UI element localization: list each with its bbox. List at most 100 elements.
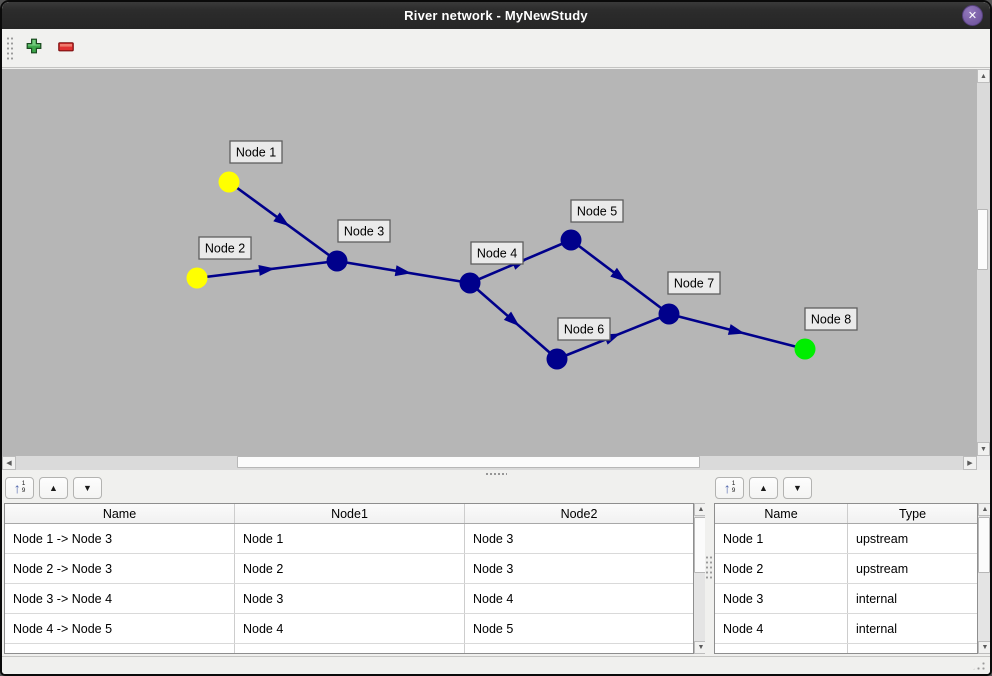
node-label-box[interactable] [570,199,624,223]
table-cell: Node 4 [235,614,465,643]
move-down-button[interactable]: ▼ [783,476,812,499]
table-cell [5,644,235,653]
remove-node-button[interactable] [53,35,79,61]
column-header[interactable]: Node1 [235,504,465,523]
node-label: Node 2 [205,242,245,256]
move-down-button[interactable]: ▼ [73,476,102,499]
table-cell [465,644,693,653]
move-up-button[interactable]: ▲ [749,476,778,499]
status-bar [2,656,990,674]
canvas-vertical-scrollbar[interactable]: ▲ ▼ [977,69,990,456]
table-row[interactable] [715,644,977,653]
table-cell: internal [856,621,897,636]
table-cell [848,644,977,653]
network-node[interactable] [546,348,568,370]
down-arrow-icon: ▼ [83,482,92,493]
scrollbar-thumb[interactable] [237,456,700,468]
column-header[interactable]: Name [5,504,235,523]
title-bar[interactable]: River network - MyNewStudy ✕ [2,2,990,29]
table-header-row: Name Type [715,504,977,524]
scroll-left-button[interactable]: ◀ [2,456,16,470]
up-arrow-icon: ▲ [759,482,768,493]
column-header[interactable]: Node2 [560,506,598,521]
move-up-button[interactable]: ▲ [39,476,68,499]
scroll-up-button[interactable]: ▲ [977,69,990,83]
edge-direction-arrow [273,212,290,227]
node-label-box[interactable] [470,241,524,265]
network-node[interactable] [186,267,208,289]
plus-icon [26,38,42,59]
table-cell: internal [856,591,897,606]
vertical-splitter[interactable] [705,477,712,656]
scroll-up-button[interactable]: ▲ [978,503,990,516]
scrollbar-track[interactable] [16,456,963,470]
close-button[interactable]: ✕ [962,5,983,26]
window-title: River network - MyNewStudy [404,8,588,23]
node-label-box[interactable] [198,236,252,260]
column-header[interactable]: Name [715,504,848,523]
network-node[interactable] [658,303,680,325]
horizontal-splitter[interactable] [2,470,990,477]
table-cell [715,644,848,653]
scrollbar-corner [977,456,990,470]
node-label-box[interactable] [337,219,391,243]
table-cell: Node 2 [715,554,848,583]
down-arrow-icon: ▼ [793,482,802,493]
scrollbar-thumb[interactable] [978,517,990,573]
resize-grip[interactable] [970,660,986,672]
scroll-right-button[interactable]: ▶ [963,456,977,470]
table-cell: Node 1 -> Node 3 [5,524,235,553]
column-header[interactable]: Type [898,506,927,521]
table-cell: Node 3 [473,561,514,576]
node-label: Node 7 [674,277,714,291]
node-label-box[interactable] [804,307,858,331]
table-cell: Node 2 [235,554,465,583]
table-cell: Node 5 [473,621,514,636]
table-cell: Node 4 [715,614,848,643]
table-cell: Node 4 [473,591,514,606]
edge-direction-arrow [727,324,745,335]
node-label: Node 6 [564,323,604,337]
toolbar-drag-handle[interactable] [6,35,13,61]
scrollbar-thumb[interactable] [977,209,988,270]
network-node[interactable] [560,229,582,251]
scrollbar-track[interactable] [978,516,990,641]
add-node-button[interactable] [21,35,47,61]
node-label-box[interactable] [229,140,283,164]
network-node[interactable] [459,272,481,294]
table-row[interactable] [5,644,693,653]
node-label-box[interactable] [667,271,721,295]
edge-direction-arrow [610,267,627,282]
scrollbar-track[interactable] [977,83,990,442]
node-label-box[interactable] [557,317,611,341]
canvas-horizontal-scrollbar[interactable]: ◀ ▶ [2,456,977,470]
edges-table-scrollbar[interactable]: ▲ ▼ [694,503,708,654]
scroll-down-button[interactable]: ▼ [977,442,990,456]
table-row[interactable]: Node 4 internal [715,614,977,644]
network-node[interactable] [218,171,240,193]
table-row[interactable]: Node 2 upstream [715,554,977,584]
table-cell [235,644,465,653]
nodes-table-scrollbar[interactable]: ▲ ▼ [978,503,990,654]
scroll-down-button[interactable]: ▼ [978,641,990,654]
minus-icon [58,39,74,57]
table-cell: upstream [856,561,909,576]
network-node[interactable] [794,338,816,360]
network-node[interactable] [326,250,348,272]
